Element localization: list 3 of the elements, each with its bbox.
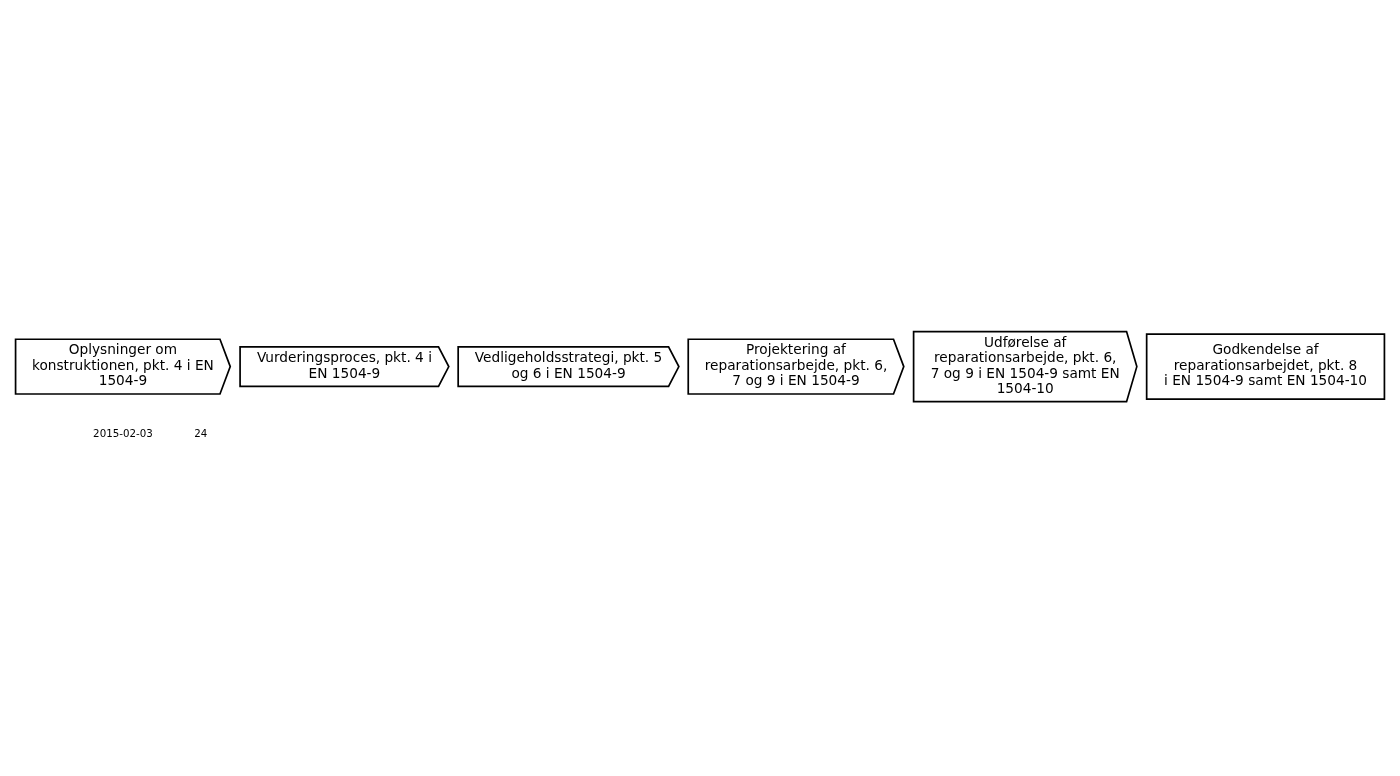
label: 2015-02-03 (93, 426, 153, 439)
label: 24 (194, 426, 208, 439)
node-box: Godkendelse af reparationsarbejdet, pkt. 8 i EN 1504-9 samt EN 1504-10 (1145, 333, 1386, 400)
